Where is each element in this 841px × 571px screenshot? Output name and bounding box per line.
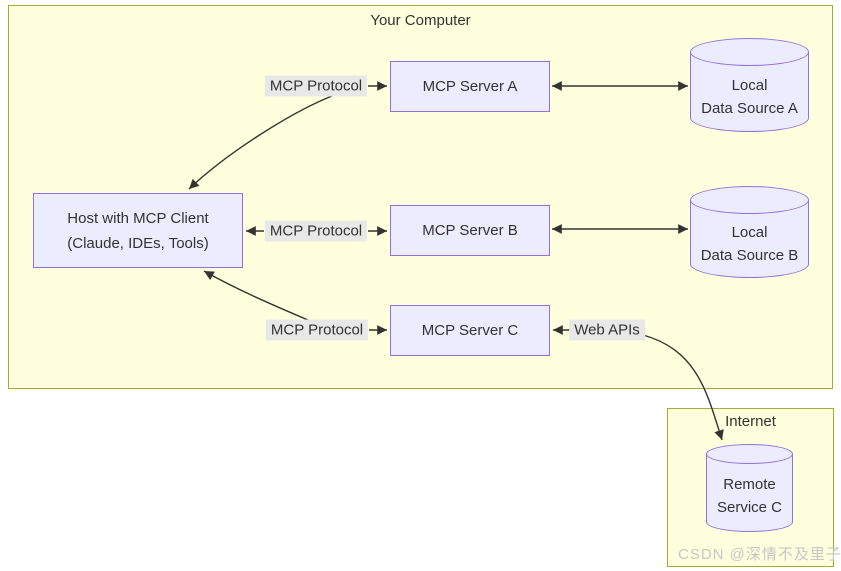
remote-service-c-cylinder: Remote Service C <box>706 444 793 532</box>
local-data-source-b-cylinder: Local Data Source B <box>690 186 809 278</box>
local-data-source-a-line1: Local <box>731 77 768 94</box>
local-data-source-a-label: Local Data Source A <box>690 66 809 128</box>
host-node-label-line2: (Claude, IDEs, Tools) <box>67 234 209 252</box>
local-data-source-b-label: Local Data Source B <box>690 214 809 274</box>
local-data-source-b-line2: Data Source B <box>700 247 799 264</box>
edge-label-mcp-protocol-c: MCP Protocol <box>265 319 369 341</box>
cylinder-body <box>706 454 793 532</box>
csdn-watermark: CSDN @深情不及里子 <box>678 546 841 563</box>
your-computer-group-label: Your Computer <box>370 12 471 29</box>
remote-service-c-line1: Remote <box>723 476 776 493</box>
host-node: Host with MCP Client (Claude, IDEs, Tool… <box>33 193 243 268</box>
cylinder-top <box>690 186 809 214</box>
edge-label-web-apis: Web APIs <box>569 319 645 341</box>
cylinder-top <box>706 444 793 464</box>
remote-service-c-line2: Service C <box>716 499 783 516</box>
mcp-server-c-label: MCP Server C <box>421 322 519 339</box>
local-data-source-a-cylinder: Local Data Source A <box>690 38 809 132</box>
host-node-label-line1: Host with MCP Client <box>67 209 209 227</box>
remote-service-c-label: Remote Service C <box>706 464 793 528</box>
mcp-server-b-label: MCP Server B <box>422 222 518 239</box>
cylinder-top <box>690 38 809 66</box>
mcp-server-a-label: MCP Server A <box>422 78 518 95</box>
mcp-server-b-node: MCP Server B <box>390 205 550 256</box>
edge-mcp-c-to-host <box>203 270 309 321</box>
edge-label-mcp-protocol-a: MCP Protocol <box>264 75 368 97</box>
mcp-server-c-node: MCP Server C <box>390 305 550 356</box>
mcp-server-a-node: MCP Server A <box>390 61 550 112</box>
edge-label-mcp-protocol-b: MCP Protocol <box>264 220 368 242</box>
edge-web-apis-to-remote-c <box>642 334 724 441</box>
internet-group: Internet <box>667 408 834 567</box>
internet-group-label: Internet <box>725 413 776 430</box>
local-data-source-b-line1: Local <box>731 224 768 241</box>
edge-mcp-a-to-host <box>188 95 333 190</box>
local-data-source-a-line2: Data Source A <box>701 100 798 117</box>
